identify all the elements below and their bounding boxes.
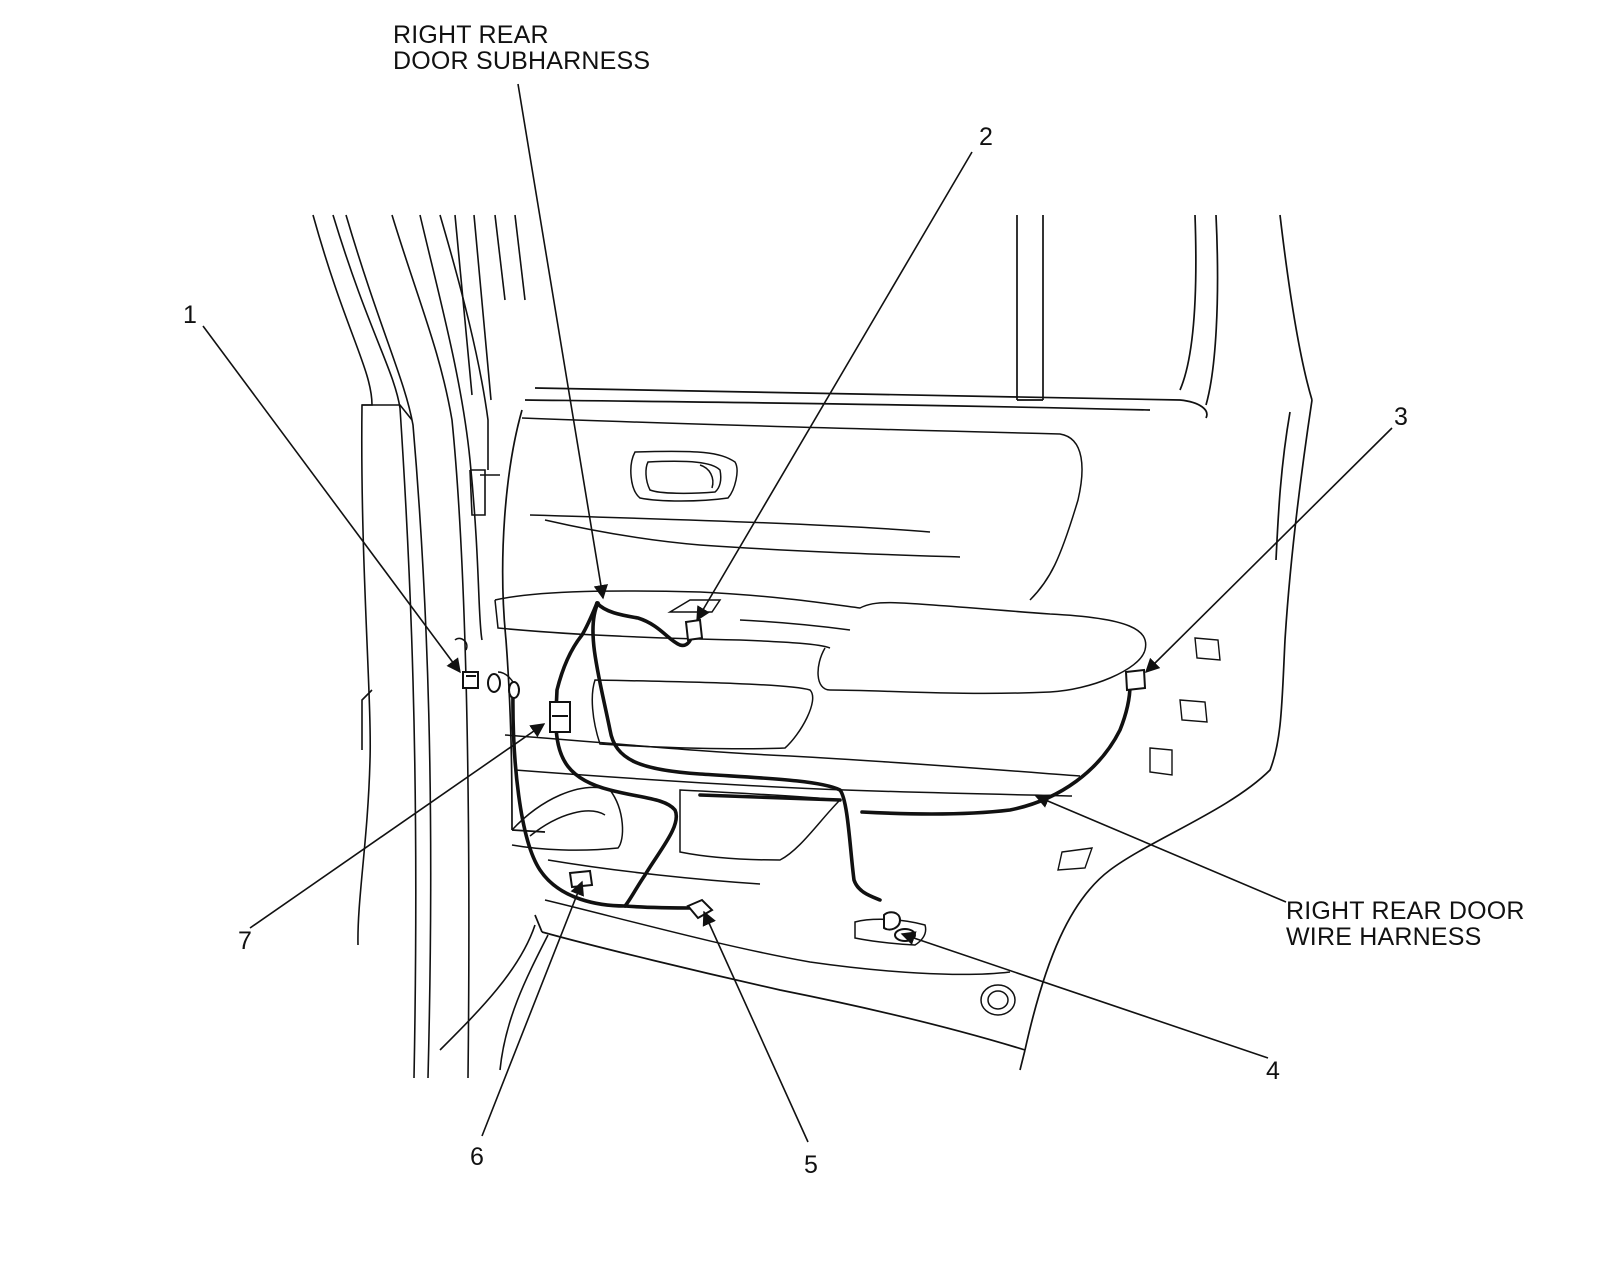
connector-3 <box>1124 668 1147 692</box>
leader-lines <box>202 83 1393 1143</box>
grommet-1a <box>487 673 501 693</box>
callout-4: 4 <box>1266 1057 1281 1085</box>
body-pillar <box>312 214 549 1079</box>
door-frame-holes <box>1057 637 1221 871</box>
subharness-label-line1: RIGHT REAR <box>393 21 549 49</box>
door-trim-panel <box>494 417 1147 1016</box>
callout-2: 2 <box>979 123 994 151</box>
leader-7 <box>249 723 546 929</box>
callout-1: 1 <box>183 301 198 329</box>
connector-2 <box>684 618 704 642</box>
leader-2 <box>696 151 973 622</box>
connector-5 <box>686 898 714 920</box>
grommet-1b <box>508 681 520 699</box>
leader-harness <box>1034 794 1287 903</box>
harness-label-line2: WIRE HARNESS <box>1286 923 1482 951</box>
harness-label-line1: RIGHT REAR DOOR <box>1286 897 1525 925</box>
wire-harness <box>511 601 1132 910</box>
leader-1 <box>202 325 461 674</box>
callout-7: 7 <box>238 927 253 955</box>
callout-6: 6 <box>470 1143 485 1171</box>
leader-4 <box>900 931 1269 1059</box>
leader-3 <box>1144 427 1393 674</box>
leader-6 <box>481 880 584 1137</box>
callout-5: 5 <box>804 1151 819 1179</box>
callout-3: 3 <box>1394 403 1409 431</box>
leader-5 <box>702 910 809 1143</box>
connector-4 <box>883 911 902 931</box>
connector-1 <box>462 671 479 689</box>
door-frame <box>501 214 1313 1071</box>
subharness-label-line2: DOOR SUBHARNESS <box>393 47 651 75</box>
leader-subharness <box>517 83 608 600</box>
